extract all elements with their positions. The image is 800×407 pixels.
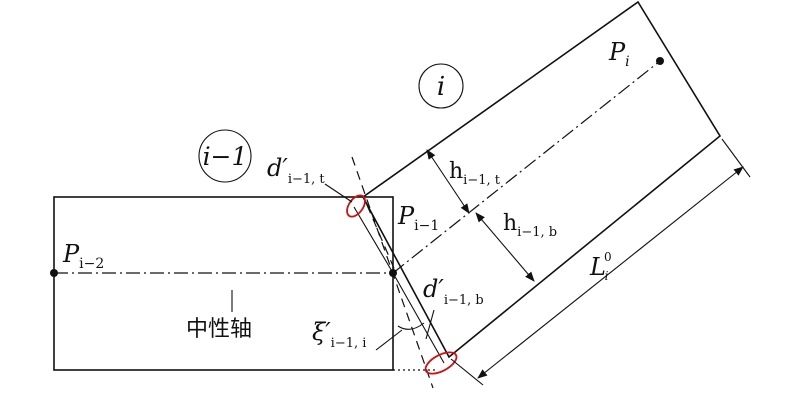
segment-i-label: i (437, 72, 445, 102)
d-bottom-label: d′i−1, b (423, 275, 484, 308)
neutral-axis-i (392, 60, 661, 274)
segment-prev-body (53, 196, 394, 371)
neutral-axis-label: 中性轴 (186, 317, 252, 342)
h-top-dim (426, 149, 470, 214)
point-pi1-label: Pi−1 (397, 202, 439, 234)
segment-i-circle (418, 63, 464, 109)
segment-i-body (361, 0, 722, 359)
segment-prev-label: i−1 (203, 142, 248, 171)
point-pi1-dot (389, 269, 397, 277)
h-bottom-label: hi−1, b (503, 211, 557, 240)
point-pi2-label: Pi−2 (62, 240, 104, 272)
point-pi-dot (656, 57, 664, 65)
length-ext-bottom (450, 358, 484, 386)
joint-line-top (353, 206, 394, 274)
bottom-marker (424, 351, 458, 375)
segment-prev-circle (198, 129, 252, 183)
h-top-label: hi−1, t (449, 159, 501, 188)
angle-label: ξ′i−1, i (312, 318, 366, 351)
top-marker (346, 194, 366, 218)
angle-arc (397, 322, 425, 330)
joint-dash-b (366, 204, 397, 274)
d-bottom-leader (425, 309, 435, 340)
point-pi2-dot (50, 269, 58, 277)
joint-line-bottom (392, 272, 445, 364)
d-top-leader (324, 183, 353, 203)
d-top-label: d′i−1, t (267, 154, 325, 187)
length-dim (477, 166, 744, 379)
point-pi-label: Pi (608, 38, 630, 70)
angle-leader (375, 329, 403, 351)
length-ext-top (721, 138, 751, 178)
